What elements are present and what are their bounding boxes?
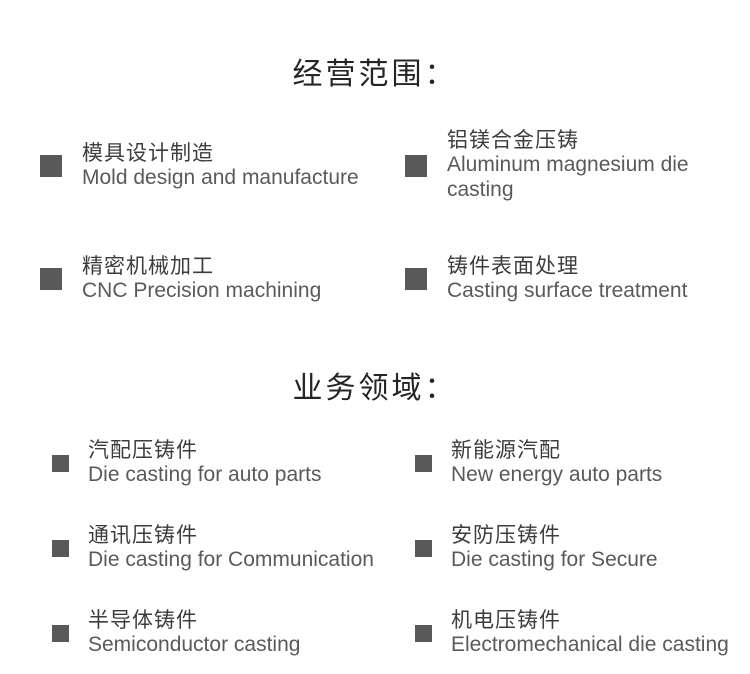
square-bullet-icon [405,154,427,177]
section-title-business-scope: 经营范围： [292,58,458,91]
list-item-aluminum-magnesium: 铝镁合金压铸 Aluminum magnesium die casting [405,129,750,202]
item-label-en: Casting surface treatment [447,279,688,302]
square-bullet-icon [415,454,432,472]
item-label-zh: 机电压铸件 [451,609,561,632]
list-item-surface-treatment: 铸件表面处理 Casting surface treatment [405,255,750,303]
business-domain-list: 汽配压铸件 Die casting for auto parts 新能源汽配 N… [52,439,750,657]
list-item-cnc-machining: 精密机械加工 CNC Precision machining [40,255,405,303]
list-item-electromechanical: 机电压铸件 Electromechanical die casting [415,609,750,657]
item-label-zh: 铝镁合金压铸 [447,129,579,152]
square-bullet-icon [52,539,69,557]
item-label-zh: 铸件表面处理 [447,255,579,278]
list-item-semiconductor: 半导体铸件 Semiconductor casting [52,609,415,657]
square-bullet-icon [405,268,427,290]
item-text: 通讯压铸件 Die casting for Communication [88,524,374,572]
business-scope-list: 模具设计制造 Mold design and manufacture 铝镁合金压… [40,129,750,303]
item-label-zh: 半导体铸件 [88,609,198,632]
item-label-zh: 模具设计制造 [82,141,214,165]
item-label-zh: 精密机械加工 [82,255,214,278]
item-label-en: Die casting for auto parts [88,463,322,486]
square-bullet-icon [52,454,69,472]
item-label-zh: 汽配压铸件 [88,439,198,462]
list-item-new-energy: 新能源汽配 New energy auto parts [415,439,750,487]
item-label-en: New energy auto parts [451,463,663,486]
square-bullet-icon [415,539,432,557]
item-text: 精密机械加工 CNC Precision machining [82,255,321,303]
item-text: 铝镁合金压铸 Aluminum magnesium die casting [447,129,750,202]
square-bullet-icon [415,624,432,642]
section-title-business-domain: 业务领域： [292,372,458,405]
item-label-zh: 新能源汽配 [451,439,561,462]
square-bullet-icon [40,154,62,177]
item-label-en: Electromechanical die casting [451,633,729,656]
list-item-secure: 安防压铸件 Die casting for Secure [415,524,750,572]
item-label-en: Mold design and manufacture [82,165,359,189]
square-bullet-icon [52,624,69,642]
item-label-en: Semiconductor casting [88,633,301,656]
item-label-en: Die casting for Communication [88,548,374,571]
item-text: 汽配压铸件 Die casting for auto parts [88,439,321,487]
item-text: 半导体铸件 Semiconductor casting [88,609,300,657]
item-label-en: CNC Precision machining [82,279,322,302]
list-item-mold-design: 模具设计制造 Mold design and manufacture [40,129,405,202]
item-text: 新能源汽配 New energy auto parts [451,439,662,487]
list-item-communication: 通讯压铸件 Die casting for Communication [52,524,415,572]
item-label-zh: 通讯压铸件 [88,524,198,547]
item-text: 安防压铸件 Die casting for Secure [451,524,658,572]
item-text: 机电压铸件 Electromechanical die casting [451,609,729,657]
item-text: 铸件表面处理 Casting surface treatment [447,255,687,303]
list-item-auto-parts: 汽配压铸件 Die casting for auto parts [52,439,415,487]
item-label-zh: 安防压铸件 [451,524,561,547]
item-label-en: Aluminum magnesium die casting [447,153,689,201]
square-bullet-icon [40,268,62,290]
item-label-en: Die casting for Secure [451,548,658,571]
item-text: 模具设计制造 Mold design and manufacture [82,142,359,190]
